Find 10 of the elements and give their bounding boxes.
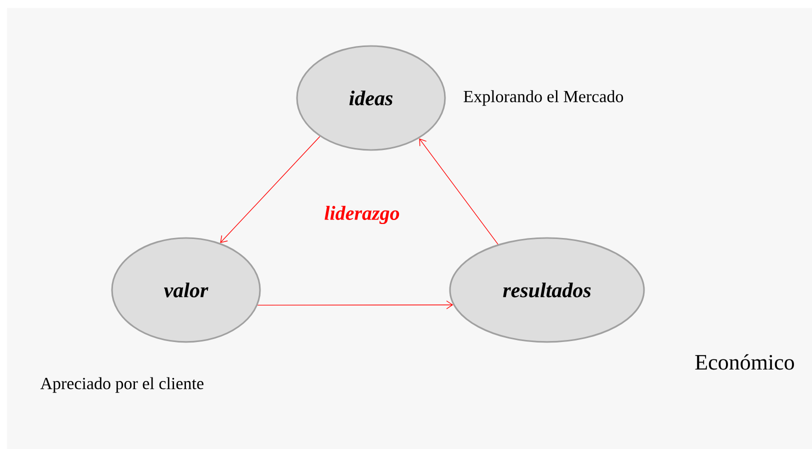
arrow <box>220 136 320 244</box>
arrow <box>419 138 498 245</box>
ellipse-node: resultados <box>449 237 645 343</box>
node-caption: Explorando el Mercado <box>464 90 624 106</box>
ellipse-node: ideas <box>296 45 446 151</box>
center-label: liderazgo <box>324 206 400 224</box>
arrow <box>257 300 454 310</box>
corner-label: Económico <box>695 354 794 370</box>
node-caption: Apreciado por el cliente <box>40 377 204 393</box>
ellipse-node: valor <box>111 237 261 343</box>
